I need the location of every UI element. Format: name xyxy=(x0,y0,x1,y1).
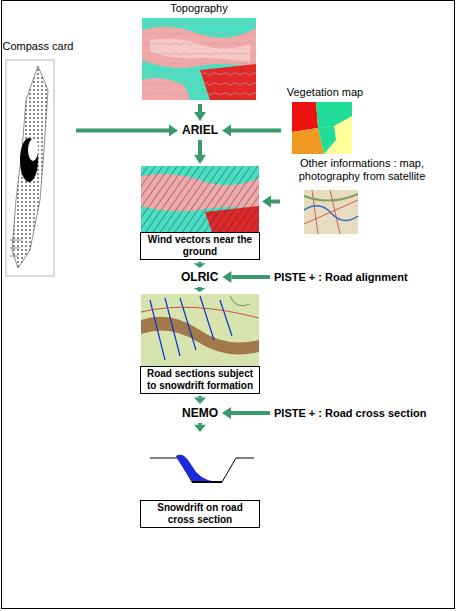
flow-arrow xyxy=(194,140,206,164)
flow-arrow xyxy=(76,125,178,137)
caption-box: Snowdrift on road cross section xyxy=(140,500,260,528)
node-label: Vegetation map xyxy=(283,86,367,99)
input-note: PISTE + : Road cross section xyxy=(272,406,429,420)
wind-vector-map xyxy=(141,166,259,232)
flow-arrow xyxy=(222,125,281,137)
step-name: OLRIC xyxy=(179,270,220,285)
node-label: Other informations : map, photography fr… xyxy=(282,157,442,183)
road-section-map xyxy=(141,294,259,366)
arrow-shaft xyxy=(231,275,270,279)
compass-card-figure xyxy=(6,60,54,276)
input-figure: Topography xyxy=(138,2,260,102)
input-note: PISTE + : Road alignment xyxy=(272,270,410,284)
flow-arrow xyxy=(194,396,206,404)
step-name: ARIEL xyxy=(180,123,220,138)
flow-arrow xyxy=(194,104,206,121)
output-figure: Road sections subject to snowdrift forma… xyxy=(140,294,260,394)
arrow-shaft xyxy=(198,287,202,288)
node-label: PISTE + : Road cross section xyxy=(272,406,429,420)
step-name: NEMO xyxy=(180,406,220,421)
arrow-head xyxy=(194,288,206,292)
arrow-shaft xyxy=(231,129,281,133)
flow-arrow xyxy=(222,407,270,419)
output-figure: Wind vectors near the ground xyxy=(140,166,260,260)
caption-box: Wind vectors near the ground xyxy=(140,232,260,260)
vegetation-map xyxy=(292,102,352,154)
flow-arrow xyxy=(194,423,206,432)
flow-arrow xyxy=(194,262,206,268)
arrow-head xyxy=(194,425,206,432)
arrow-shaft xyxy=(198,104,202,112)
satellite-map xyxy=(304,190,358,234)
output-figure: Snowdrift on road cross section xyxy=(140,434,260,528)
arrow-head xyxy=(222,271,231,283)
arrow-head xyxy=(222,407,231,419)
flow-arrow xyxy=(262,196,280,208)
input-figure: Compass card xyxy=(2,40,74,280)
input-figure: Other informations : map, photography fr… xyxy=(282,157,442,237)
arrow-shaft xyxy=(198,423,202,425)
arrow-head xyxy=(169,125,178,137)
road-cross-section xyxy=(141,434,259,498)
arrow-shaft xyxy=(198,262,202,263)
node-label: PISTE + : Road alignment xyxy=(272,270,410,284)
arrow-shaft xyxy=(198,396,202,398)
arrow-head xyxy=(262,196,271,208)
arrow-head xyxy=(222,125,231,137)
arrow-head xyxy=(194,263,206,268)
input-figure: Vegetation map xyxy=(283,86,367,156)
flow-arrow xyxy=(194,287,206,292)
flow-arrow xyxy=(222,271,270,283)
arrow-shaft xyxy=(198,140,202,155)
arrow-shaft xyxy=(271,200,280,204)
node-label: Topography xyxy=(138,2,260,15)
program-step: OLRIC xyxy=(179,270,220,285)
caption-box: Road sections subject to snowdrift forma… xyxy=(140,366,260,394)
program-step: ARIEL xyxy=(180,123,220,138)
arrow-head xyxy=(194,155,206,164)
node-label: Compass card xyxy=(2,40,74,53)
arrow-shaft xyxy=(76,129,169,133)
arrow-head xyxy=(194,398,206,404)
program-step: NEMO xyxy=(180,406,220,421)
arrow-shaft xyxy=(231,411,270,415)
arrow-head xyxy=(194,112,206,121)
topography-map xyxy=(142,18,256,100)
